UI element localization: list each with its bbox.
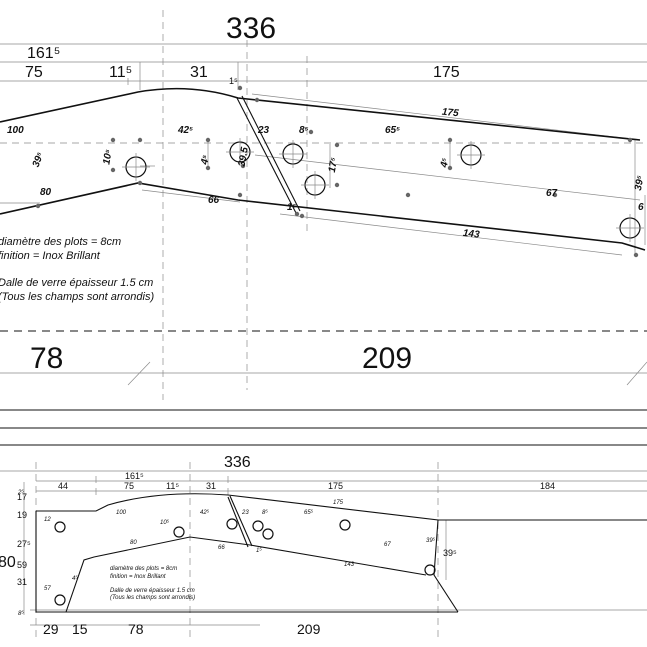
- overview-view: 336 161⁵ 44 75 11⁵ 31 175 184 2⁵ 17 19 2…: [0, 454, 647, 640]
- mini-edge-label: 100: [116, 510, 127, 516]
- detail-view: 336 161⁵ 75 11⁵ 31 1⁵ 175 100 39⁵ 80 10⁵…: [0, 10, 647, 400]
- edge-label: 66: [208, 195, 220, 206]
- subtotal-label: 161⁵: [27, 45, 60, 62]
- mini-overall-label: 336: [224, 454, 251, 471]
- mini-bottom-label: 29: [43, 621, 59, 637]
- mini-edge-label: 66: [218, 545, 225, 551]
- note-glass: Dalle de verre épaisseur 1.5 cm: [0, 277, 153, 289]
- edge-label: 39⁵: [633, 175, 646, 192]
- overall-width-label: 336: [226, 12, 276, 45]
- mini-subtotal-label: 161⁵: [125, 471, 144, 481]
- segment-label: 175: [433, 64, 460, 81]
- mini-bottom-label: 78: [128, 621, 144, 637]
- edge-label: 4⁵: [199, 154, 212, 166]
- segment-label: 11⁵: [109, 64, 132, 81]
- note-finish: finition = Inox Brillant: [0, 250, 101, 262]
- mini-edge-label: 39⁵: [426, 537, 436, 544]
- mini-bottom-label: 15: [72, 621, 88, 637]
- mini-edge-label: 4⁵: [72, 575, 78, 582]
- edge-label: 143: [462, 228, 480, 241]
- edge-label: 175: [441, 107, 459, 120]
- edge-label: 1⁵: [287, 202, 297, 213]
- mini-segment-label: 184: [540, 481, 555, 491]
- separator-lines: [0, 409, 647, 446]
- edge-label: 42⁵: [177, 125, 193, 136]
- edge-label: 4⁵: [439, 157, 452, 169]
- mini-height-label: 59: [17, 560, 27, 570]
- mini-edge-label: 67: [384, 542, 391, 548]
- mini-segment-label: 175: [328, 481, 343, 491]
- edge-label: 6: [638, 202, 644, 213]
- mini-height-label: 8⁵: [18, 610, 24, 617]
- note-diameter: diamètre des plots = 8cm: [0, 236, 121, 248]
- mini-edge-label: 57: [44, 586, 51, 592]
- mini-segment-label: 11⁵: [166, 481, 179, 491]
- note-edges: (Tous les champs sont arrondis): [0, 291, 154, 303]
- edge-label: 17⁵: [327, 157, 340, 174]
- mini-segment-label: 44: [58, 481, 68, 491]
- mini-edge-label: 8⁵: [262, 509, 268, 516]
- mini-height-label: 19: [17, 510, 27, 520]
- edge-label: 39⁵: [31, 151, 47, 169]
- mini-edge-label: 39⁵: [443, 548, 457, 558]
- mini-height-label: 27⁵: [17, 539, 31, 549]
- mini-edge-label: 1⁵: [256, 547, 262, 554]
- mini-height-label: 2⁵: [17, 489, 24, 496]
- segment-label: 75: [25, 64, 43, 81]
- edge-label: 65⁵: [385, 125, 400, 136]
- edge-label: 67: [546, 188, 558, 199]
- edge-label: 8⁵: [299, 125, 309, 136]
- mini-height-label: 80: [0, 554, 16, 571]
- mini-edge-label: 80: [130, 540, 137, 546]
- bottom-dim-label: 209: [362, 342, 412, 375]
- mini-edge-label: 42⁵: [200, 509, 210, 516]
- mini-segment-label: 31: [206, 481, 216, 491]
- edge-label: 10⁵: [101, 149, 114, 166]
- edge-label: 23: [257, 125, 270, 136]
- bottom-dim-label: 78: [30, 342, 63, 375]
- mini-edge-label: 10⁵: [160, 519, 170, 526]
- mini-edge-label: 65⁵: [304, 509, 314, 516]
- mini-height-label: 17: [17, 492, 27, 502]
- edge-label: 80: [40, 187, 52, 198]
- mini-edge-label: 143: [344, 562, 355, 568]
- mini-segment-label: 75: [124, 481, 134, 491]
- mini-note: (Tous les champs sont arrondis): [110, 595, 195, 601]
- segment-label: 31: [190, 64, 208, 81]
- mini-bottom-label: 209: [297, 621, 321, 637]
- mini-edge-label: 23: [241, 510, 249, 516]
- mini-height-label: 31: [17, 577, 27, 587]
- mini-edge-label: 175: [333, 500, 344, 506]
- edge-label: 100: [7, 125, 24, 136]
- mini-note: finition = Inox Brillant: [110, 574, 166, 580]
- segment-label: 1⁵: [229, 76, 238, 86]
- mini-note: diamètre des plots = 8cm: [110, 566, 177, 572]
- edge-label: 39.5: [237, 146, 251, 168]
- mini-note: Dalle de verre épaisseur 1.5 cm: [110, 588, 195, 594]
- mini-edge-label: 12: [44, 517, 51, 523]
